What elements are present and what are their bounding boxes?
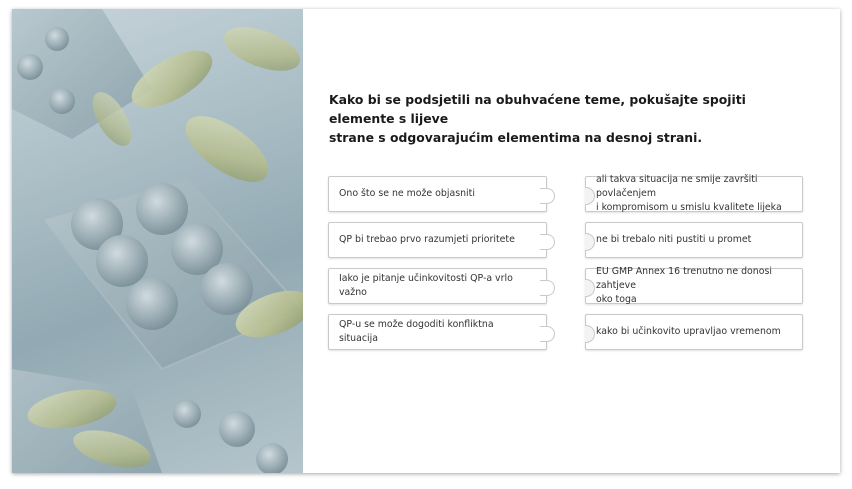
left-item-4[interactable]: QP-u se može dogoditi konfliktna situaci…	[328, 314, 555, 350]
left-item-label: Ono što se ne može objasniti	[339, 188, 475, 199]
right-item-1[interactable]: ali takva situacija ne smije završiti po…	[585, 173, 803, 215]
slide: Kako bi se podsjetili na obuhvaćene teme…	[12, 9, 840, 473]
left-item-1[interactable]: Ono što se ne može objasniti	[328, 176, 555, 212]
instruction-text: Kako bi se podsjetili na obuhvaćene teme…	[329, 90, 769, 147]
instruction-line-1: Kako bi se podsjetili na obuhvaćene teme…	[329, 92, 746, 126]
right-item-label: EU GMP Annex 16 trenutno ne donosi zahtj…	[596, 265, 792, 307]
puzzle-slot-icon	[585, 187, 595, 205]
left-item-3[interactable]: Iako je pitanje učinkovitosti QP-a vrlo …	[328, 268, 555, 304]
right-item-4[interactable]: kako bi učinkovito upravljao vremenom	[585, 314, 803, 350]
right-item-2[interactable]: ne bi trebalo niti pustiti u promet	[585, 222, 803, 258]
right-item-line-1: EU GMP Annex 16 trenutno ne donosi zahtj…	[596, 266, 772, 291]
right-item-line-2: i kompromisom u smislu kvalitete lijeka	[596, 202, 782, 213]
left-item-2[interactable]: QP bi trebao prvo razumjeti prioritete	[328, 222, 555, 258]
pills-photo	[12, 9, 303, 473]
left-item-label: Iako je pitanje učinkovitosti QP-a vrlo …	[339, 273, 513, 298]
left-item-label: QP-u se može dogoditi konfliktna situaci…	[339, 319, 494, 344]
puzzle-slot-icon	[585, 233, 595, 251]
puzzle-slot-icon	[585, 325, 595, 343]
left-item-label: QP bi trebao prvo razumjeti prioritete	[339, 234, 515, 245]
right-item-label: ne bi trebalo niti pustiti u promet	[596, 234, 752, 245]
right-item-line-2: oko toga	[596, 294, 637, 305]
right-item-label: kako bi učinkovito upravljao vremenom	[596, 326, 781, 337]
right-item-line-1: ali takva situacija ne smije završiti po…	[596, 174, 758, 199]
instruction-line-2: strane s odgovarajućim elementima na des…	[329, 130, 703, 145]
right-item-label: ali takva situacija ne smije završiti po…	[596, 173, 792, 215]
right-item-3[interactable]: EU GMP Annex 16 trenutno ne donosi zahtj…	[585, 265, 803, 307]
pills-illustration	[12, 9, 303, 473]
puzzle-slot-icon	[585, 279, 595, 297]
